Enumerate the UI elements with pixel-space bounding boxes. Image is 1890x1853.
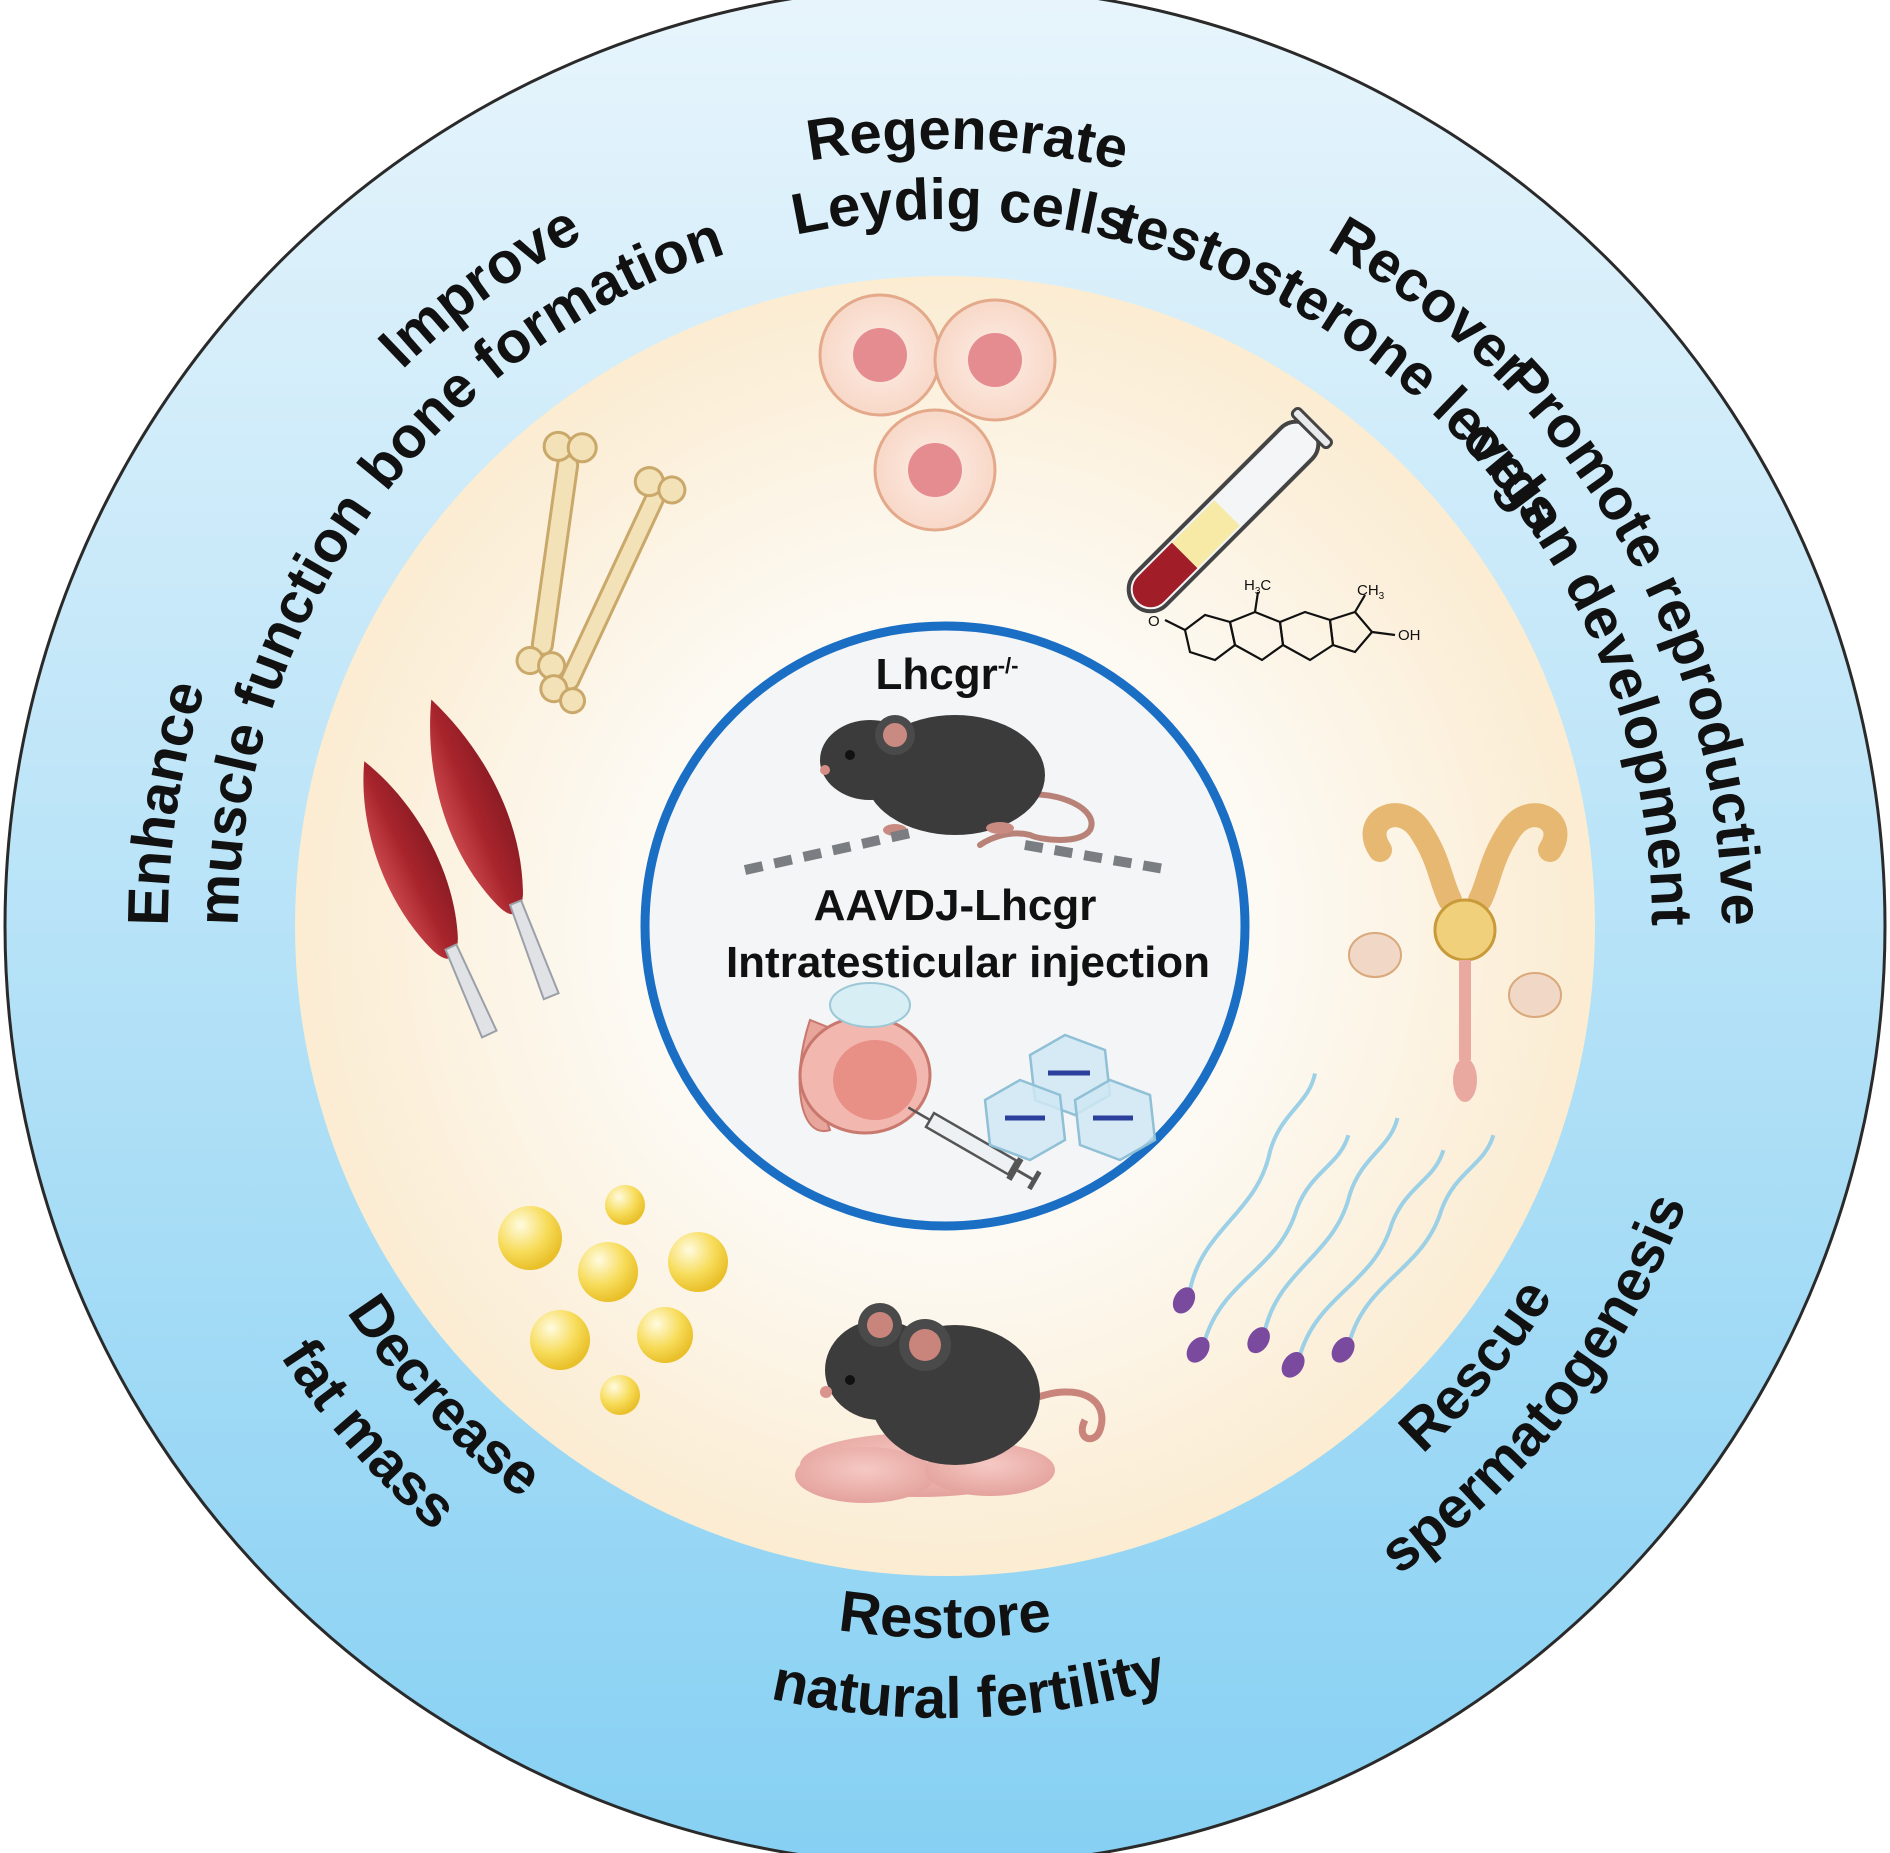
genotype-label: Lhcgr-/- bbox=[876, 650, 1019, 699]
sperm-illustration bbox=[1172, 1073, 1496, 1378]
dashed-ground-line bbox=[743, 827, 1171, 875]
methyl-b-label: CH3 bbox=[1357, 582, 1385, 602]
injection-method-label: Intratesticular injection bbox=[726, 938, 1210, 987]
lhcgr-knockout-mouse-illustration bbox=[820, 715, 1095, 848]
ketone-label: O bbox=[1148, 613, 1160, 630]
leydig-cells-illustration bbox=[818, 293, 1057, 532]
blood-test-tube-icon bbox=[1126, 407, 1333, 614]
hydroxyl-label: OH bbox=[1398, 627, 1421, 644]
testis-injection-illustration bbox=[798, 982, 1042, 1191]
restore-label-line1: Restore bbox=[836, 1578, 1054, 1651]
mouse-with-pups-illustration bbox=[795, 1303, 1106, 1503]
methyl-a-label: H3C bbox=[1244, 577, 1271, 597]
fat-droplets-illustration bbox=[498, 1185, 728, 1415]
muscles-illustration bbox=[363, 699, 560, 1039]
bones-illustration bbox=[515, 430, 687, 715]
vector-label: AAVDJ-Lhcgr bbox=[814, 881, 1097, 930]
testosterone-labels: O H3C CH3 OH bbox=[1148, 577, 1421, 644]
reproductive-organs-illustration bbox=[1348, 803, 1568, 1102]
aav-particles-illustration bbox=[983, 1033, 1157, 1162]
testosterone-structure bbox=[1164, 591, 1396, 662]
